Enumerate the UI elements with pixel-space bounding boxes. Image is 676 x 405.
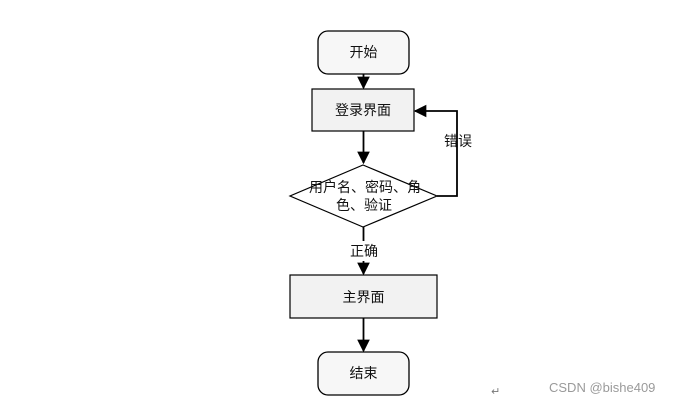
main-node: 主界面 (289, 274, 438, 319)
login-node: 登录界面 (311, 88, 415, 132)
main-label: 主界面 (343, 290, 385, 306)
check-label-line2: 色、验证 (336, 197, 392, 214)
start-node: 开始 (317, 30, 410, 75)
ok-edge-label: 正确 (350, 244, 378, 260)
return-mark: ↵ (491, 385, 501, 398)
check-decision-node: 用户名、密码、角 色、验证 (288, 164, 439, 228)
check-label-line1: 用户名、密码、角 (309, 179, 421, 196)
end-label: 结束 (350, 366, 378, 382)
arrow-error-loop (413, 104, 458, 197)
ok-label-bg (346, 241, 382, 261)
watermark-text: CSDN @bishe409 (549, 380, 656, 395)
error-edge-label: 错误 (444, 134, 472, 150)
end-node: 结束 (317, 351, 410, 396)
login-label: 登录界面 (335, 103, 391, 119)
start-label: 开始 (350, 45, 378, 61)
